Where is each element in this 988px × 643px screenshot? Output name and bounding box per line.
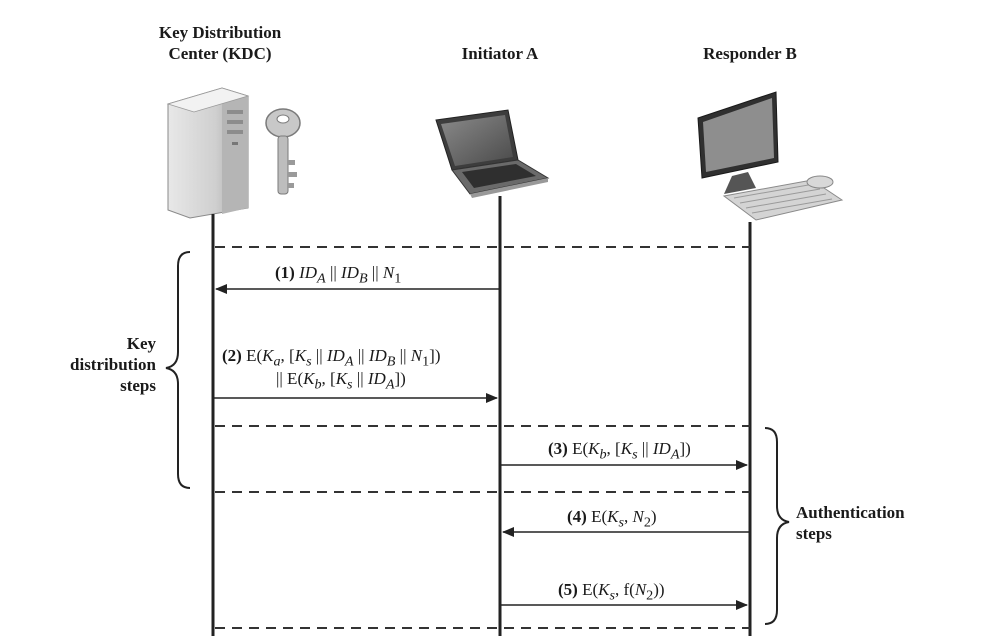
step-4-label: (4) E(Ks, N2) [567,507,657,531]
laptop-icon [435,109,550,198]
step-1-label: (1) IDA || IDB || N1 [275,263,402,287]
authentication-brace [764,427,790,625]
server-tower-icon [166,87,250,219]
key-distribution-label: Key distribution steps [70,334,156,395]
authentication-label: Authentication steps [796,503,905,543]
step-5-label: (5) E(Ks, f(N2)) [558,580,665,604]
initiator-header: Initiator A [461,44,539,63]
kdc-header-line1: Key Distribution [158,23,282,42]
kdc-header-line2: Center (KDC) [168,44,272,63]
step-2-label-line2: || E(Kb, [Ks || IDA]) [276,369,406,393]
key-distribution-brace [165,251,191,489]
kdc-header: Key Distribution Center (KDC) [120,22,320,64]
key-icon [265,108,301,195]
responder-header: Responder B [703,44,797,63]
desktop-computer-icon [697,91,844,221]
step-3-label: (3) E(Kb, [Ks || IDA]) [548,439,691,463]
step-2-label: (2) E(Ka, [Ks || IDA || IDB || N1]) [222,346,441,370]
